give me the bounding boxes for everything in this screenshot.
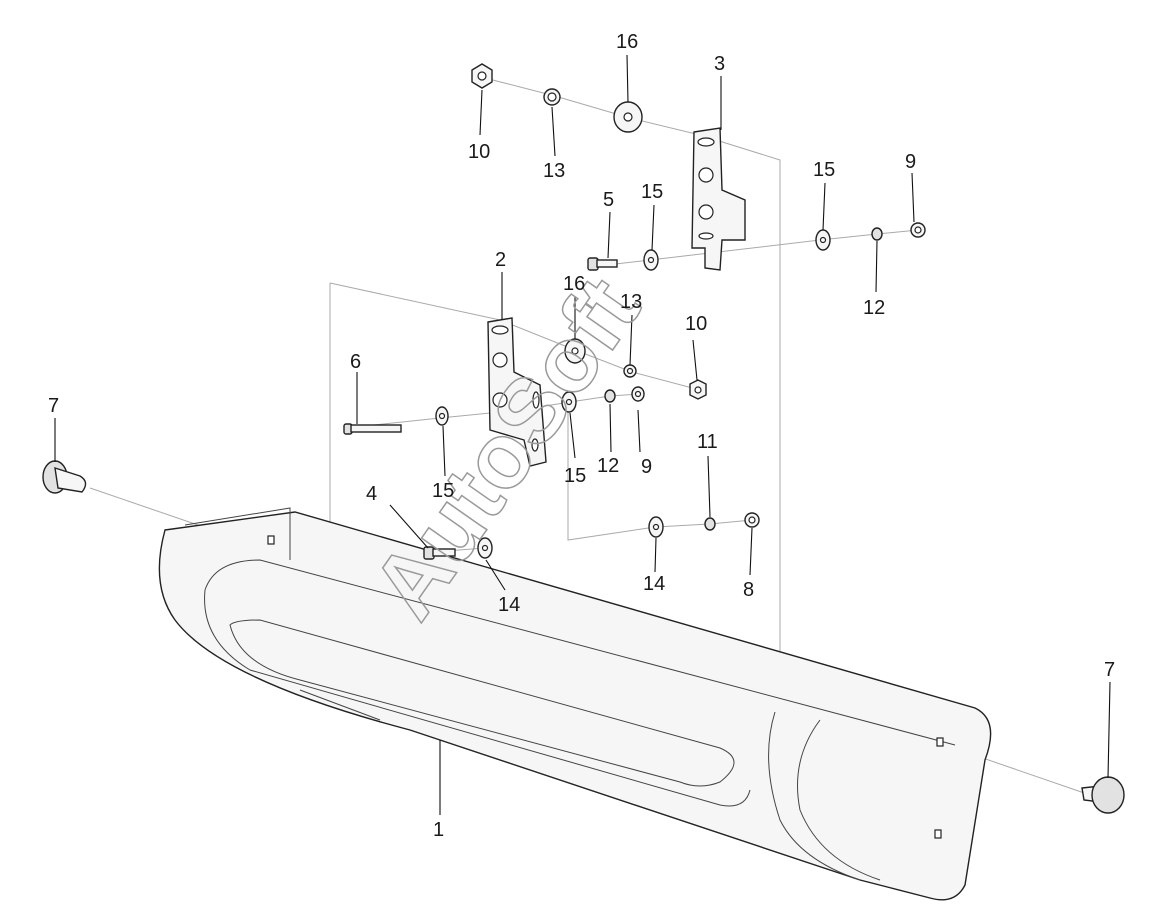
label-part-9-top: 9 [905,151,916,173]
label-part-16-top: 16 [616,31,638,53]
part-9-nut-mid [631,386,645,402]
label-part-15-left: 15 [432,480,454,502]
part-14-washer-right [648,516,664,538]
part-15-washer-topmid [643,249,659,271]
part-3-bracket [691,127,746,271]
part-15-washer-mid [561,391,577,413]
label-part-12-top: 12 [863,297,885,319]
part-12-lockwasher-mid [604,389,616,403]
label-part-15-topright: 15 [813,159,835,181]
label-part-12-mid: 12 [597,455,619,477]
part-8-nut [744,512,760,528]
label-part-15-mid: 15 [564,465,586,487]
part-10-nut-top [471,63,493,89]
label-part-14-left: 14 [498,594,520,616]
label-part-15-top: 15 [641,181,663,203]
part-15-washer-topright [815,229,831,251]
label-part-2: 2 [495,249,506,271]
label-part-9-mid: 9 [641,456,652,478]
label-part-4: 4 [366,483,377,505]
leader-lines [54,54,1111,815]
label-part-16-mid: 16 [563,273,585,295]
part-12-lockwasher-top [871,227,883,241]
part-1-bumper [158,507,992,901]
label-part-1: 1 [433,819,444,841]
label-part-3: 3 [714,53,725,75]
part-6-long-bolt [343,423,402,435]
part-13-washer-mid [623,364,637,378]
label-part-6: 6 [350,351,361,373]
part-labels: 1 2 3 4 5 6 7 7 8 9 9 10 10 11 12 12 13 … [48,31,1115,841]
part-15-washer-left [435,406,449,426]
label-part-13-mid: 13 [620,291,642,313]
label-part-11: 11 [697,431,718,453]
label-part-10-top: 10 [468,141,490,163]
part-9-nut-top [910,222,926,238]
label-part-8: 8 [743,579,754,601]
label-part-13-top: 13 [543,160,565,182]
part-11-lockwasher [704,517,716,531]
part-13-washer-top [543,88,561,106]
part-7-rivet-left [42,460,87,494]
part-5-bolt [587,257,618,271]
label-part-5: 5 [603,189,614,211]
part-14-washer-left [477,537,493,559]
part-16-washer-top [613,101,643,133]
part-4-bolt [423,546,456,560]
label-part-10-mid: 10 [685,313,707,335]
part-7-rivet-right [1081,776,1125,814]
part-2-bracket [487,317,547,467]
label-part-7-left: 7 [48,395,59,417]
label-part-7-right: 7 [1104,659,1115,681]
part-10-nut-mid [689,379,707,400]
label-part-14-right: 14 [643,573,665,595]
